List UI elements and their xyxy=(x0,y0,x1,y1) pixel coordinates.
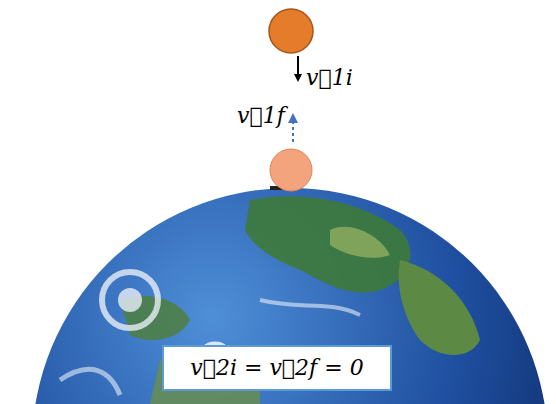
equation-text: v⃗2i = v⃗2f = 0 xyxy=(190,356,363,380)
info-box: v⃗2i = v⃗2f = 0 xyxy=(162,345,392,391)
ball-final xyxy=(270,149,312,191)
vector-label: v⃗1f xyxy=(237,104,285,128)
vector-label: v⃗1i xyxy=(306,66,353,90)
ball-initial xyxy=(269,9,313,53)
earth xyxy=(32,188,548,404)
velocity-arrow xyxy=(297,56,299,78)
velocity-arrow-dashed xyxy=(292,118,294,142)
